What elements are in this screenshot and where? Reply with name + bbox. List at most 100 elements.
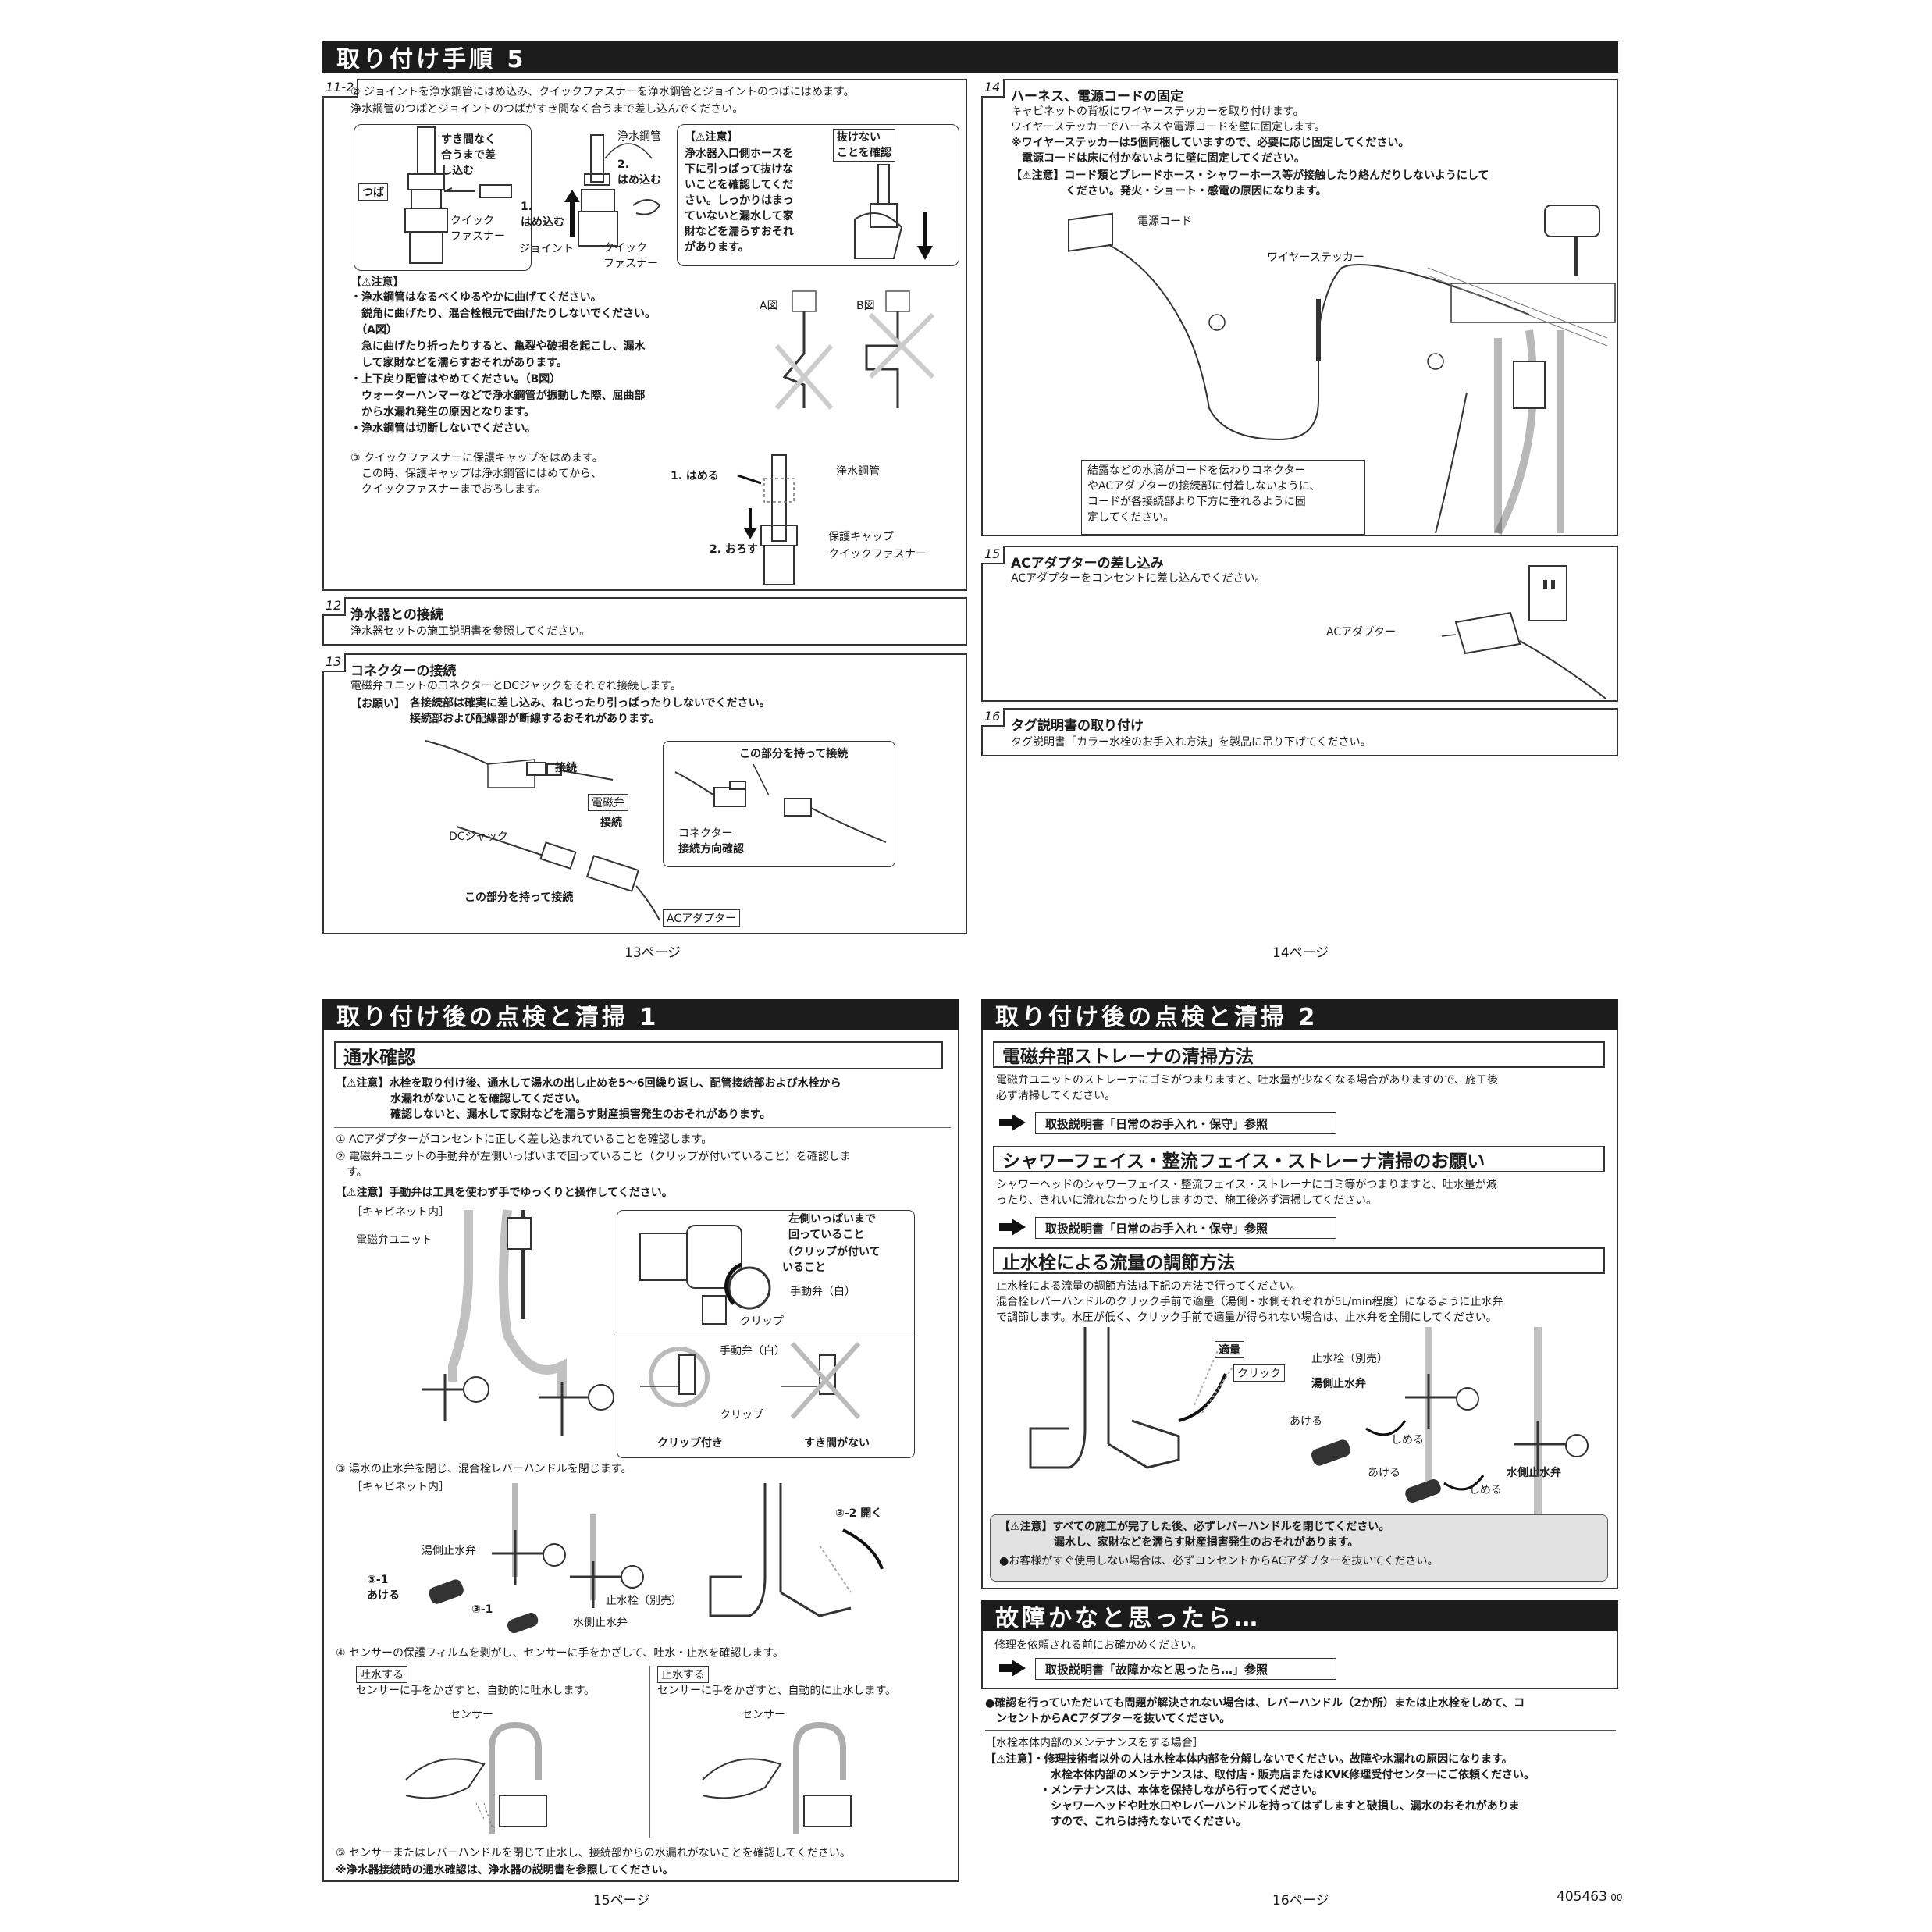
label-hold1: この部分を持って接続: [464, 891, 574, 904]
p16-ref3-arrow: [999, 1660, 1026, 1677]
request-text: 各接続部は確実に差し込み、ねじったり引っぱったりしないでください。 接続部および…: [410, 697, 770, 725]
step15-box: 15 ACアダプターの差し込み ACアダプターをコンセントに差し込んでください。…: [981, 546, 1618, 702]
p15-s3-1b: ③-1: [471, 1603, 493, 1616]
p15-s1: ① ACアダプターがコンセントに正しく差し込まれていることを確認します。: [336, 1133, 713, 1146]
p16-ref1-arrow: [999, 1114, 1026, 1131]
p15-no-gap: すき間がない: [804, 1437, 870, 1450]
note-drawing: [854, 164, 933, 260]
p15-divider: [334, 1127, 951, 1128]
fig-label-qf1: クイック ファスナー: [450, 215, 505, 243]
p15-clip-attached: クリップ付き: [657, 1437, 723, 1450]
p15-spout-label: 吐水する: [356, 1666, 407, 1683]
p16-sub2: シャワーフェイス・整流フェイス・ストレーナ清掃のお願い: [993, 1146, 1605, 1172]
p15-cabinet2: ［キャビネット内］: [351, 1481, 450, 1493]
label-power-cord: 電源コード: [1137, 215, 1192, 228]
p15-clip2: クリップ: [720, 1409, 763, 1421]
note-box: [677, 124, 959, 266]
step14-text2: ※ワイヤーステッカーは5個同梱していますので、必要に応じ固定してください。 電源…: [1011, 137, 1410, 165]
caution-lines: ・浄水鋼管はなるべくゆるやかに曲げてください。 鋭角に曲げたり、混合栓根元で曲げ…: [350, 291, 656, 435]
p16-hot-valve: 湯側止水弁: [1311, 1378, 1366, 1390]
step14-drawing: [1068, 205, 1616, 535]
step-number: 15: [981, 546, 1005, 564]
step11-2-box: 11-2 ② ジョイントを浄水鋼管にはめ込み、クイックファスナーを浄水鋼管とジョ…: [322, 79, 967, 591]
p15-unit: 電磁弁ユニット: [356, 1234, 432, 1247]
fig-ab-drawing: [774, 290, 935, 410]
p16-akeru2: あける: [1368, 1467, 1400, 1479]
p15-caution2: 【⚠注意】手動弁は工具を使わず手でゆっくりと操作してください。: [336, 1187, 673, 1199]
step14-caution: 【⚠注意】コード類とブレードホース・シャワーホース等が接触したり絡んだりしないよ…: [1011, 169, 1489, 197]
trouble-header: 故障かなと思ったら…: [981, 1600, 1618, 1632]
step12-text: 浄水器セットの施工説明書を参照してください。: [350, 625, 591, 638]
p15-s2: ② 電磁弁ユニットの手動弁が左側いっぱいまで回っていること（クリップが付いている…: [336, 1151, 851, 1179]
step-number: 13: [322, 653, 347, 672]
fig-a-label: A図: [760, 300, 778, 312]
page15-header: 取り付け後の点検と清掃 1: [322, 999, 959, 1031]
step16-text: タグ説明書「カラー水栓のお手入れ方法」を製品に吊り下げてください。: [1011, 736, 1372, 749]
p16-sub3-text: 止水栓による流量の調節方法は下記の方法で行ってください。 混合栓レバーハンドルの…: [996, 1280, 1503, 1324]
label-orosu: 2. おろす: [710, 543, 758, 556]
step12-box: 12 浄水器との接続 浄水器セットの施工説明書を参照してください。: [322, 597, 967, 646]
label-qf3: クイックファスナー: [828, 548, 927, 560]
page16-header: 取り付け後の点検と清掃 2: [981, 999, 1618, 1031]
p16-sub3: 止水栓による流量の調節方法: [993, 1247, 1605, 1274]
step3-text: ③ クイックファスナーに保護キャップをはめます。 この時、保護キャップは浄水鋼管…: [350, 452, 603, 496]
step16-box: 16 タグ説明書の取り付け タグ説明書「カラー水栓のお手入れ方法」を製品に吊り下…: [981, 708, 1618, 756]
p16-tekiryo: 適量: [1215, 1341, 1244, 1358]
p15-manual: 手動弁（白）: [790, 1286, 856, 1298]
step-number: 16: [981, 708, 1005, 727]
note-nuke: 抜けない ことを確認: [833, 129, 895, 162]
label-setsuzoku1: 接続: [555, 762, 577, 774]
request-title: 【お願い】: [350, 698, 405, 710]
p15-split: [649, 1666, 650, 1838]
p15-clip-compare: [640, 1341, 861, 1420]
p15-s3-2: ③-2 開く: [835, 1507, 883, 1520]
p15-cabinet: ［キャビネット内］: [351, 1206, 450, 1219]
step13-box: 13 コネクターの接続 電磁弁ユニットのコネクターとDCジャックをそれぞれ接続し…: [322, 653, 967, 934]
p15-hot-valve: 湯側止水弁: [422, 1545, 476, 1557]
p15-s4: ④ センサーの保護フィルムを剥がし、センサーに手をかざして、吐水・止水を確認しま…: [336, 1647, 784, 1660]
page13-header: 取り付け手順 5: [322, 41, 1618, 73]
p16-maint-text: 【⚠注意】・修理技術者以外の人は水栓本体内部を分解しないでください。故障や水漏れ…: [985, 1753, 1535, 1828]
p15-spout-text: センサーに手をかざすと、自動的に吐水します。: [356, 1685, 596, 1697]
p16-shimeru1: しめる: [1391, 1434, 1424, 1446]
p15-s5: ⑤ センサーまたはレバーハンドルを閉じて止水し、接続部からの水漏れがないことを確…: [336, 1847, 851, 1859]
page16-frame: [981, 999, 1618, 1589]
step14-box: 14 ハーネス、電源コードの固定 キャビネットの背板にワイヤーステッカーを取り付…: [981, 79, 1618, 536]
p16-cold-valve: 水側止水弁: [1507, 1464, 1561, 1480]
p16-sub1: 電磁弁部ストレーナの清掃方法: [993, 1041, 1605, 1068]
doc-number-main: 405463: [1557, 1889, 1607, 1905]
p15-s3: ③ 湯水の止水弁を閉じ、混合栓レバーハンドルを閉じます。: [336, 1463, 632, 1475]
label-hold2: この部分を持って接続: [739, 748, 849, 760]
label-cap: 保護キャップ: [828, 531, 894, 543]
fig-left-drawing: [404, 126, 512, 264]
p15-stop-label: 止水する: [657, 1666, 709, 1683]
p16-maint-title: ［水栓本体内部のメンテナンスをする場合］: [985, 1737, 1204, 1749]
dew-note-frame: [1081, 460, 1365, 535]
note-text: 浄水器入口側ホースを 下に引っぱって抜けな いことを確認してくだ さい。しっかり…: [685, 148, 794, 254]
p15-stop-valve: 止水栓（別売）: [606, 1595, 682, 1607]
fig-label-no-gap: すき間なく 合うまで差 し込む: [441, 133, 496, 177]
label-hameru: 1. はめる: [671, 470, 719, 482]
p16-shimeru2: しめる: [1469, 1484, 1502, 1496]
label-wire-sticker: ワイヤーステッカー: [1267, 251, 1364, 264]
doc-number-suffix: -00: [1606, 1892, 1623, 1903]
p16-trouble-text: 修理を依頼される前にお確かめください。: [994, 1639, 1202, 1652]
p16-ref3: 取扱説明書「故障かなと思ったら…」参照: [1035, 1658, 1336, 1680]
page-number-14: 14ページ: [1272, 945, 1329, 961]
fig-label-hame2: 2. はめ込む: [617, 158, 661, 187]
page-number-15: 15ページ: [593, 1893, 650, 1909]
zoom-frame: [663, 741, 895, 867]
page15-subhead: 通水確認: [334, 1041, 943, 1069]
p16-caution: 【⚠注意】すべての施工が完了した後、必ずレバーハンドルを閉じてください。 漏水し…: [999, 1521, 1390, 1549]
p15-clip-on: （クリップが付いて いること: [782, 1246, 881, 1274]
step13-text: 電磁弁ユニットのコネクターとDCジャックをそれぞれ接続します。: [350, 680, 681, 692]
p15-sensor1: センサー: [450, 1709, 493, 1721]
fig-label-tsuba: つば: [358, 183, 388, 201]
note-title: 【⚠注意】: [685, 131, 738, 144]
p15-sensor-drawing: [405, 1721, 852, 1834]
p15-caution1: 【⚠注意】水栓を取り付け後、通水して湯水の出し止めを5～6回繰り返し、配管接続部…: [336, 1077, 841, 1121]
p16-akeru1: あける: [1290, 1415, 1322, 1428]
step15-title: ACアダプターの差し込み: [1011, 556, 1164, 571]
step15-text: ACアダプターをコンセントに差し込んでください。: [1011, 572, 1266, 585]
p15-note: ※浄水器接続時の通水確認は、浄水器の説明書を参照してください。: [336, 1864, 674, 1877]
